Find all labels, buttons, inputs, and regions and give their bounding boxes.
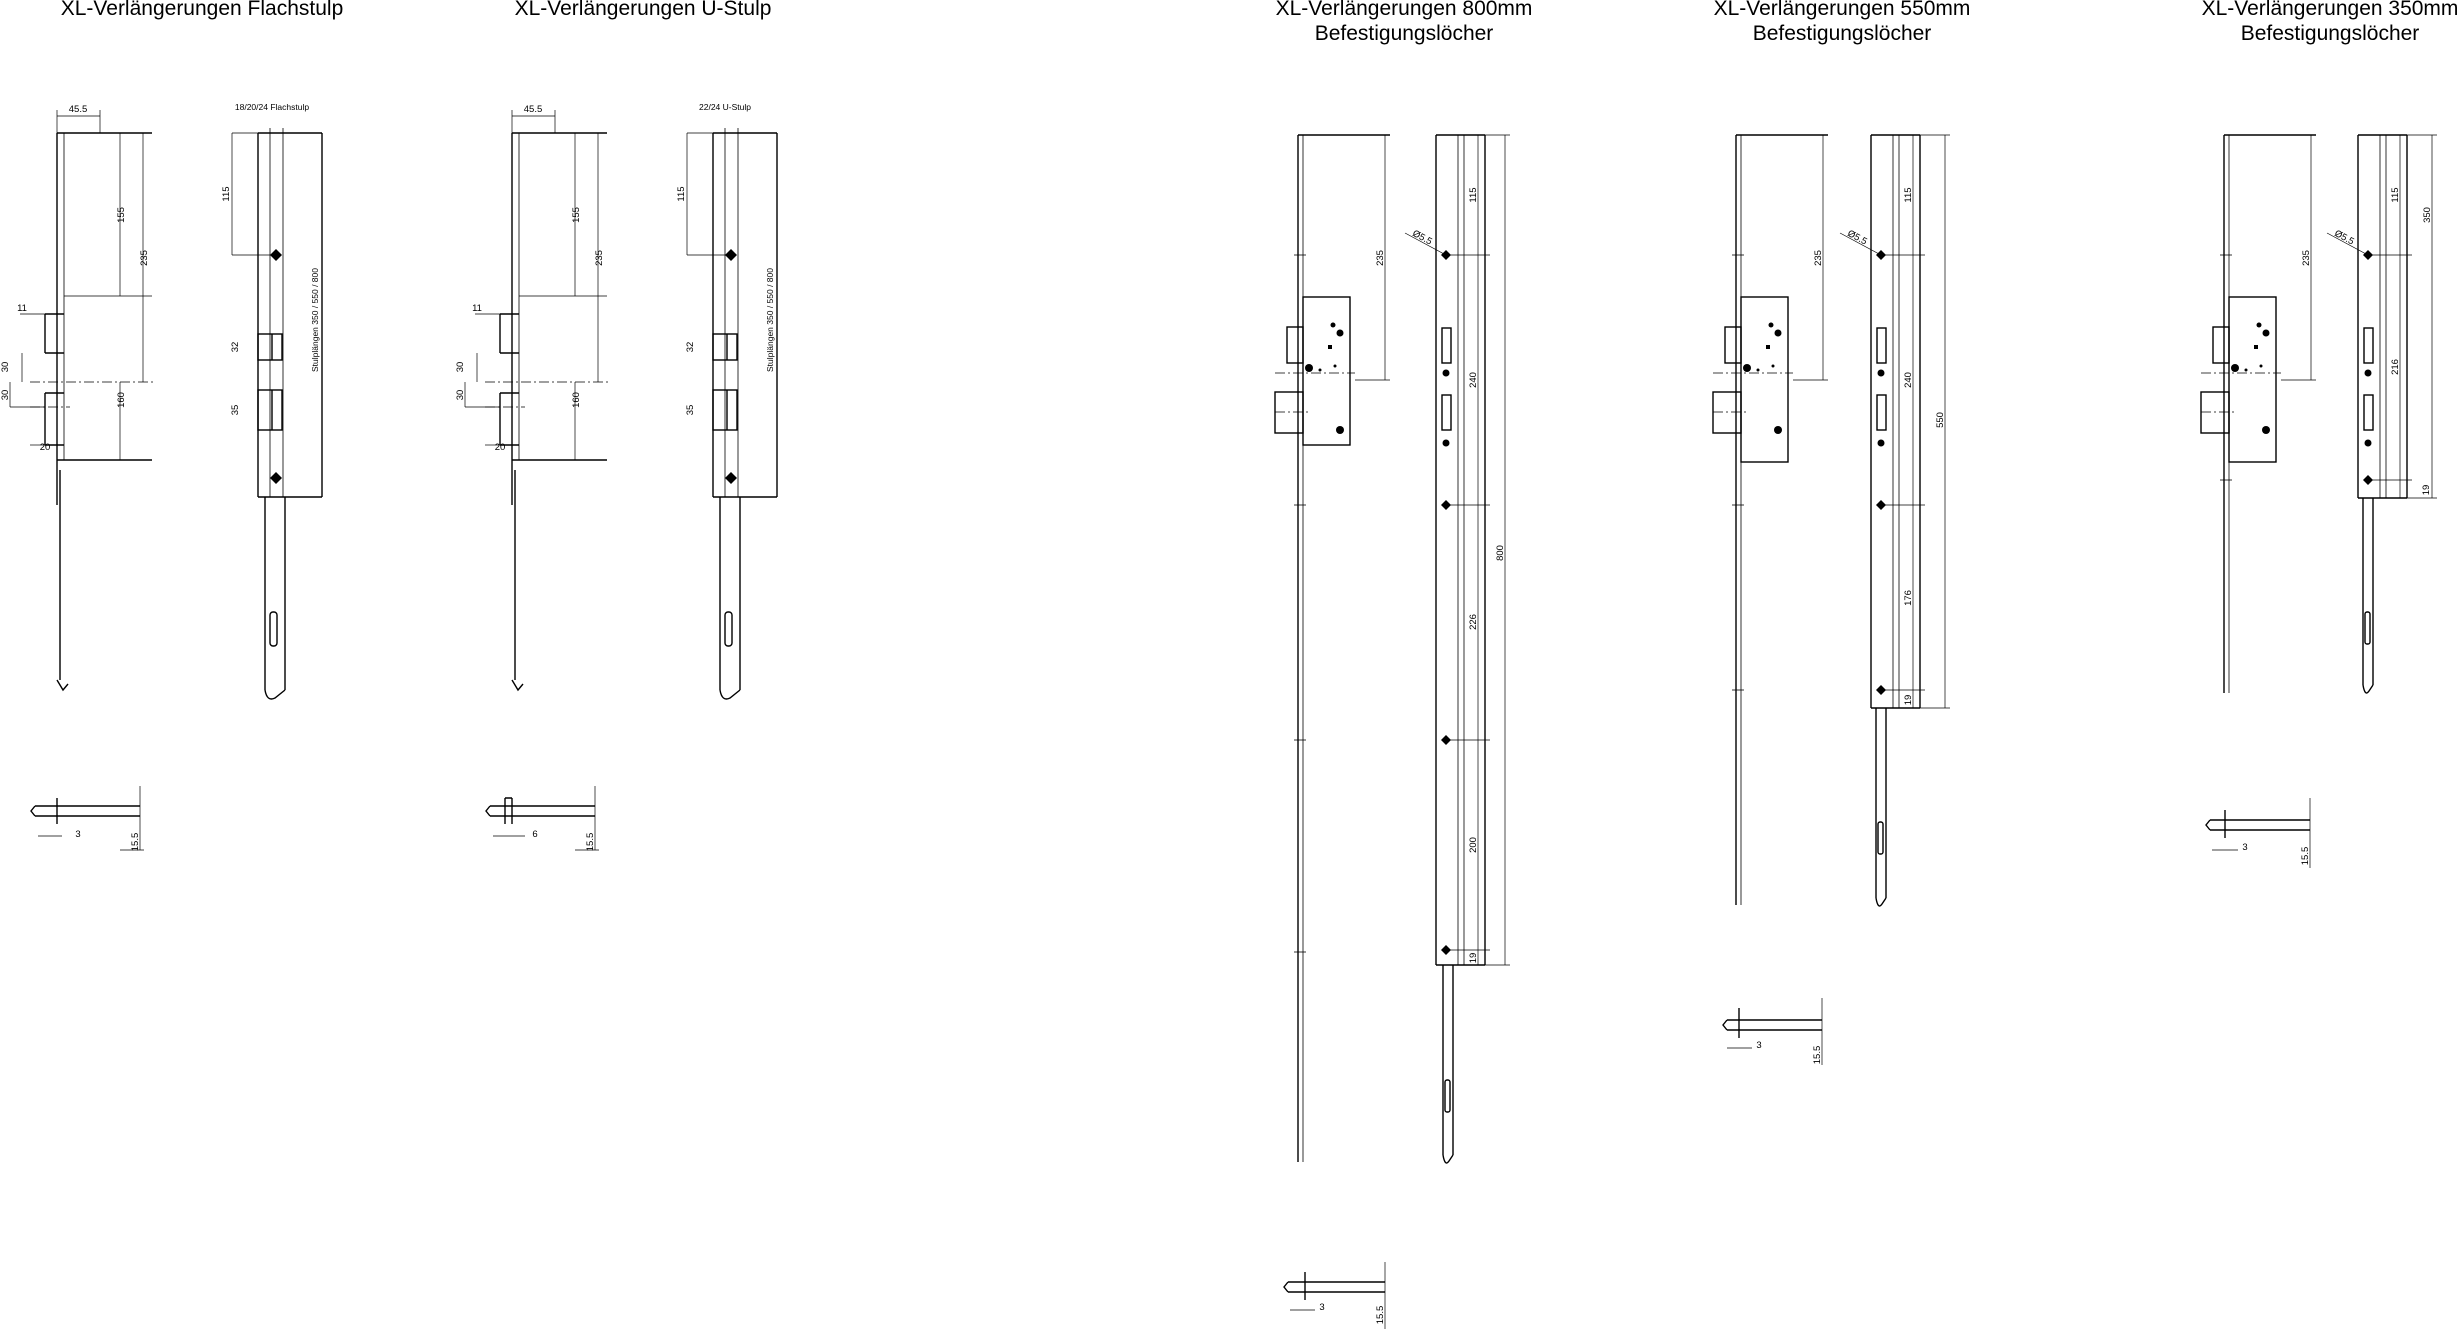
flachstulp-dim-30b: 30 — [0, 390, 11, 401]
v350-detail-view — [2205, 798, 2311, 868]
ustulp-detail-dim-15-5: 15.5 — [585, 833, 596, 852]
flachstulp-detail-dim-15-5: 15.5 — [130, 833, 141, 852]
v800-side-view — [1274, 134, 1390, 1162]
v550-dim-550: 550 — [1935, 412, 1946, 428]
ustulp-stulp-lengths: Stulplängen 350 / 550 / 800 — [765, 268, 775, 372]
v350-dim-115: 115 — [2390, 187, 2401, 202]
ustulp-detail-dim-6: 6 — [532, 829, 537, 840]
v550-detail-dim-15-5: 15.5 — [1812, 1046, 1823, 1065]
v800-dim-240: 240 — [1468, 372, 1479, 388]
flachstulp-dim-30a: 30 — [0, 362, 11, 373]
title-550mm-line2: Befestigungslöcher — [1753, 22, 1932, 45]
ustulp-dim-11: 11 — [472, 303, 482, 314]
ustulp-dim-30a: 30 — [455, 362, 466, 373]
v800-dim-115: 115 — [1468, 187, 1479, 202]
title-350mm-line1: XL-Verlängerungen 350mm — [2202, 0, 2459, 20]
v800-dim-800: 800 — [1495, 545, 1506, 561]
v350-dim-235: 235 — [2301, 250, 2312, 266]
v800-dim-226: 226 — [1468, 614, 1479, 630]
flachstulp-side-view — [9, 110, 155, 692]
flachstulp-dim-20: 20 — [40, 442, 51, 453]
title-550mm-line1: XL-Verlängerungen 550mm — [1714, 0, 1971, 20]
title-ustulp: XL-Verlängerungen U-Stulp — [515, 0, 772, 20]
flachstulp-dim-115: 115 — [221, 186, 232, 201]
ustulp-side-view — [464, 110, 610, 692]
flachstulp-dim-235: 235 — [139, 250, 150, 266]
v350-side-view — [2200, 134, 2316, 693]
title-800mm-line2: Befestigungslöcher — [1315, 22, 1494, 45]
ustulp-dim-32: 32 — [685, 342, 696, 353]
ustulp-dim-160: 160 — [571, 392, 582, 408]
v800-detail-view — [1283, 1262, 1386, 1329]
ustulp-front-view — [686, 128, 778, 700]
v550-dim-hole: Ø5.5 — [1845, 228, 1868, 247]
flachstulp-dim-35: 35 — [230, 405, 241, 416]
ustulp-dim-20: 20 — [495, 442, 506, 453]
ustulp-dim-width: 45.5 — [524, 104, 543, 115]
v550-detail-view — [1722, 998, 1823, 1065]
ustulp-detail-view — [485, 786, 599, 851]
v350-dim-19: 19 — [2421, 485, 2432, 496]
ustulp-dim-115: 115 — [676, 186, 687, 201]
v800-detail-dim-3: 3 — [1319, 1302, 1324, 1313]
ustulp-header-label: 22/24 U-Stulp — [699, 102, 751, 112]
flachstulp-dim-11: 11 — [17, 303, 27, 314]
v550-detail-dim-3: 3 — [1756, 1040, 1761, 1051]
flachstulp-header-label: 18/20/24 Flachstulp — [235, 102, 309, 112]
v550-side-view — [1712, 134, 1828, 905]
ustulp-dim-30b: 30 — [455, 390, 466, 401]
v350-front-view — [2326, 134, 2437, 694]
v550-dim-19: 19 — [1903, 695, 1914, 706]
title-350mm-line2: Befestigungslöcher — [2241, 22, 2420, 45]
v800-detail-dim-15-5: 15.5 — [1375, 1306, 1386, 1325]
v800-front-view — [1404, 134, 1510, 1164]
v350-detail-dim-3: 3 — [2242, 842, 2247, 853]
flachstulp-dim-width: 45.5 — [69, 104, 88, 115]
v350-dim-hole: Ø5.5 — [2332, 228, 2355, 247]
title-flachstulp: XL-Verlängerungen Flachstulp — [61, 0, 344, 20]
flachstulp-dim-155: 155 — [116, 207, 127, 223]
flachstulp-dim-160: 160 — [116, 392, 127, 408]
v550-front-view — [1839, 134, 1950, 907]
flachstulp-detail-dim-3: 3 — [75, 829, 80, 840]
flachstulp-dim-32: 32 — [230, 342, 241, 353]
ustulp-dim-35: 35 — [685, 405, 696, 416]
title-800mm-line1: XL-Verlängerungen 800mm — [1276, 0, 1533, 20]
ustulp-dim-235: 235 — [594, 250, 605, 266]
v800-dim-hole: Ø5.5 — [1410, 228, 1433, 247]
v550-dim-240: 240 — [1903, 372, 1914, 388]
v350-detail-dim-15-5: 15.5 — [2300, 847, 2311, 866]
flachstulp-front-view — [231, 128, 323, 700]
ustulp-dim-155: 155 — [571, 207, 582, 223]
v800-dim-19: 19 — [1468, 953, 1479, 964]
flachstulp-stulp-lengths: Stulplängen 350 / 550 / 800 — [310, 268, 320, 372]
v350-dim-216: 216 — [2390, 359, 2401, 375]
v550-dim-115: 115 — [1903, 187, 1914, 202]
v550-dim-235: 235 — [1813, 250, 1824, 266]
flachstulp-detail-view — [30, 786, 144, 851]
v350-dim-350: 350 — [2422, 207, 2433, 223]
v800-dim-235: 235 — [1375, 250, 1386, 266]
v800-dim-200: 200 — [1468, 837, 1479, 853]
v550-dim-176: 176 — [1903, 590, 1914, 606]
